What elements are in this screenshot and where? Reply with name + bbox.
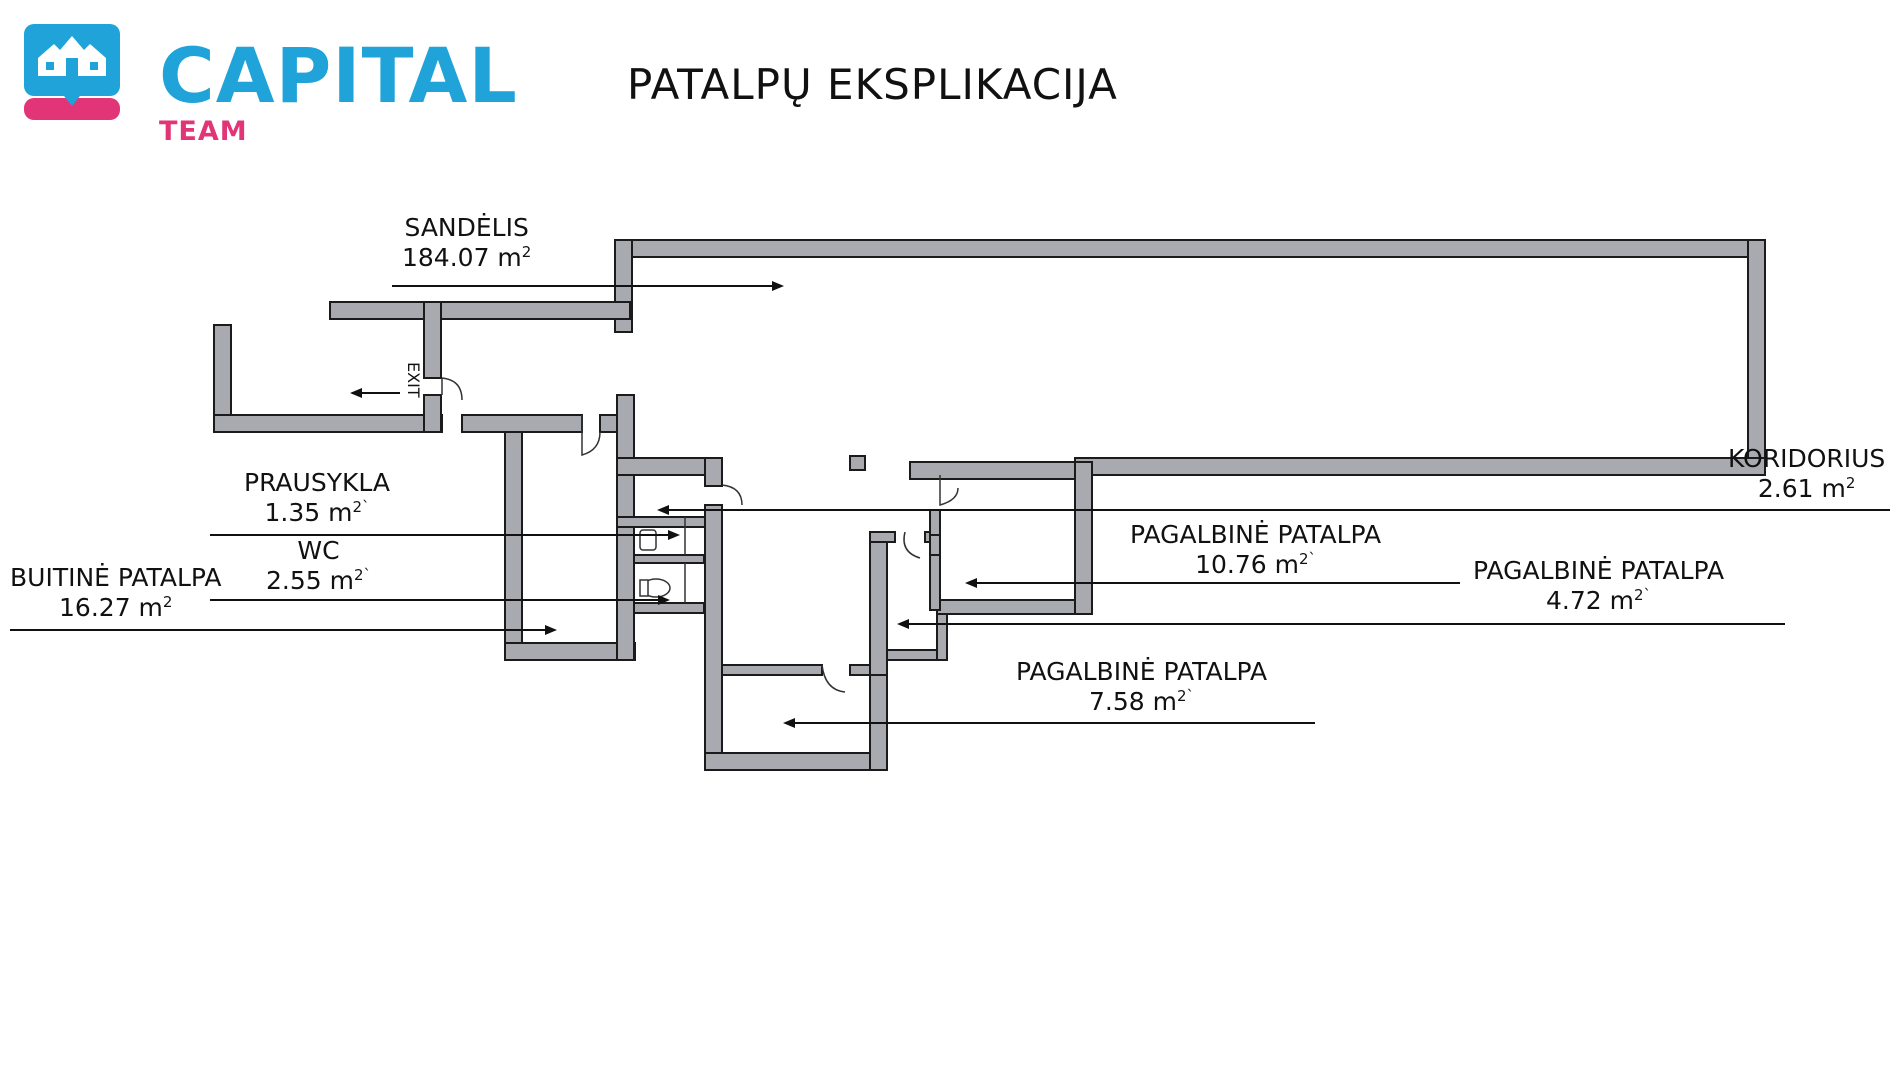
room-label-wc: WC 2.55 m2` bbox=[266, 536, 371, 596]
exit-arrowhead bbox=[350, 388, 362, 398]
room-label-pagalbine-472: PAGALBINĖ PATALPA 4.72 m2` bbox=[1473, 556, 1724, 616]
room-name: PRAUSYKLA bbox=[244, 468, 390, 497]
room-name: SANDĖLIS bbox=[404, 213, 529, 242]
room-label-pagalbine-1076: PAGALBINĖ PATALPA 10.76 m2` bbox=[1130, 520, 1381, 580]
room-label-koridorius: KORIDORIUS 2.61 m2 bbox=[1728, 444, 1885, 504]
exit-label: EXIT bbox=[404, 362, 423, 398]
room-name: PAGALBINĖ PATALPA bbox=[1473, 556, 1725, 585]
brand-name: CAPITAL bbox=[159, 31, 518, 120]
room-area: 2.55 m2` bbox=[266, 566, 372, 595]
page-title: PATALPŲ EKSPLIKACIJA bbox=[627, 60, 1118, 109]
room-area: 10.76 m2` bbox=[1195, 550, 1316, 579]
room-area: 2.61 m2 bbox=[1757, 474, 1856, 503]
toilet-tank-icon bbox=[639, 579, 649, 597]
room-label-sandelis: SANDĖLIS 184.07 m2 bbox=[402, 213, 531, 273]
room-label-prausykla: PRAUSYKLA 1.35 m2` bbox=[244, 468, 390, 528]
room-area: 16.27 m2 bbox=[59, 593, 173, 622]
doors bbox=[441, 377, 959, 693]
room-area: 1.35 m2` bbox=[264, 498, 370, 527]
room-label-pagalbine-758: PAGALBINĖ PATALPA 7.58 m2` bbox=[1016, 657, 1267, 717]
room-area: 4.72 m2` bbox=[1546, 586, 1652, 615]
room-name: BUITINĖ PATALPA bbox=[10, 563, 222, 592]
sink-icon bbox=[639, 529, 657, 551]
room-name: PAGALBINĖ PATALPA bbox=[1016, 657, 1268, 686]
room-area: 184.07 m2 bbox=[402, 243, 532, 272]
room-name: WC bbox=[297, 536, 340, 565]
house-logo-icon bbox=[24, 24, 120, 120]
room-name: PAGALBINĖ PATALPA bbox=[1130, 520, 1382, 549]
walls bbox=[213, 239, 1766, 771]
room-area: 7.58 m2` bbox=[1089, 687, 1195, 716]
room-name: KORIDORIUS bbox=[1728, 444, 1886, 473]
exit-sign: EXIT bbox=[350, 362, 423, 398]
brand-sub: TEAM bbox=[159, 116, 248, 147]
room-label-buitine: BUITINĖ PATALPA 16.27 m2 bbox=[10, 563, 222, 623]
leader-arrows bbox=[10, 281, 1890, 728]
